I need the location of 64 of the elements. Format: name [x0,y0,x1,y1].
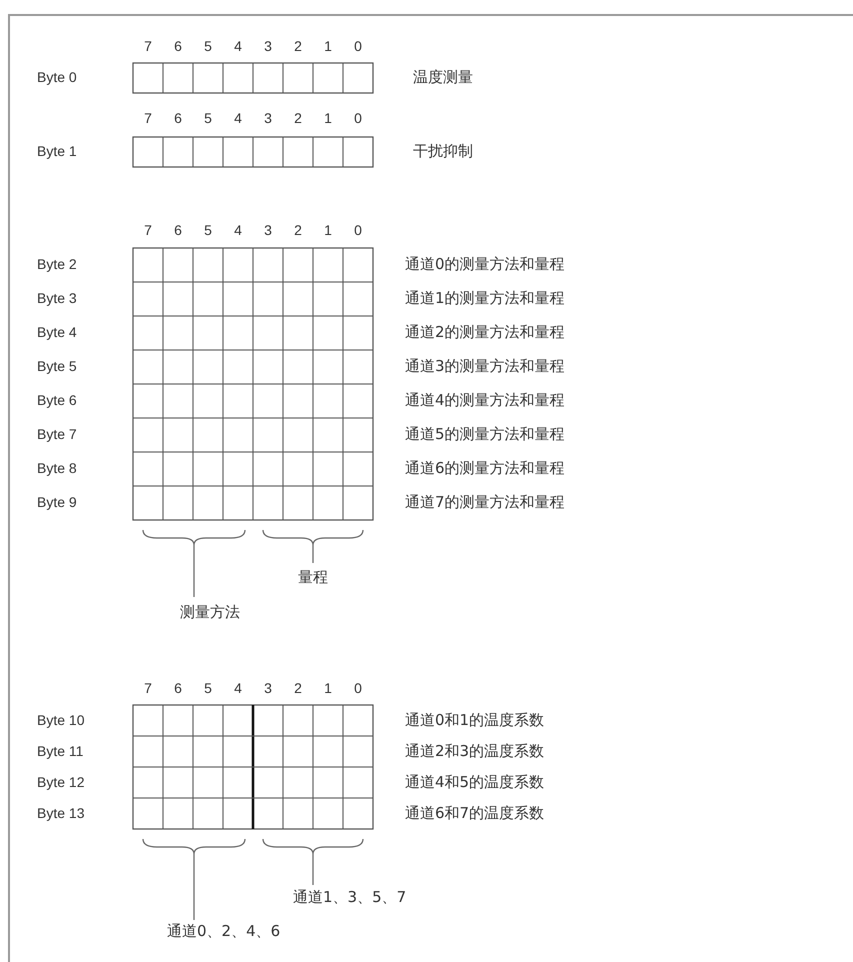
bit-number: 1 [323,222,333,238]
byte-label: Byte 13 [37,804,84,820]
bit-number: 4 [233,38,243,54]
brace-label: 通道0、2、4、6 [167,922,280,941]
field-description: 通道6和7的温度系数 [405,804,544,822]
field-description: 通道0和1的温度系数 [405,710,544,730]
bit-number: 1 [323,680,333,696]
field-description: 通道1的测量方法和量程 [405,289,565,308]
byte-label: Byte 1 [37,143,77,159]
bit-number: 5 [203,680,213,696]
bit-number: 2 [293,38,303,54]
byte-label: Byte 0 [37,69,77,85]
bit-number: 5 [203,110,213,126]
bit-number: 4 [233,680,243,696]
field-description: 温度测量 [413,68,473,87]
bit-number: 4 [233,222,243,238]
field-description: 通道0的测量方法和量程 [405,255,565,274]
byte-label: Byte 9 [37,494,77,510]
brace-label: 量程 [298,568,328,587]
field-description: 通道6的测量方法和量程 [405,459,565,478]
bit-number: 0 [353,222,363,238]
brace-label: 测量方法 [180,603,240,622]
bit-number: 0 [353,38,363,54]
bit-number: 2 [293,222,303,238]
field-description: 通道5的测量方法和量程 [405,425,565,444]
bit-number: 2 [293,680,303,696]
bit-number: 7 [143,38,153,54]
bit-number: 3 [263,680,273,696]
bit-number: 1 [323,110,333,126]
field-description: 通道3的测量方法和量程 [405,357,565,376]
byte-label: Byte 6 [37,392,77,408]
field-description: 通道2的测量方法和量程 [405,323,565,342]
brace-label: 通道1、3、5、7 [293,888,406,907]
bit-number: 3 [263,110,273,126]
byte-label: Byte 7 [37,426,77,442]
field-description: 通道4和5的温度系数 [405,772,544,792]
bit-number: 5 [203,38,213,54]
bit-number: 3 [263,222,273,238]
bit-number: 7 [143,110,153,126]
byte-label: Byte 4 [37,324,77,340]
bit-number: 2 [293,110,303,126]
bit-number: 7 [143,222,153,238]
byte-label: Byte 8 [37,460,77,476]
bit-number: 6 [173,38,183,54]
bit-number: 4 [233,110,243,126]
byte-label: Byte 11 [37,742,84,758]
byte-label: Byte 5 [37,358,77,374]
bit-number: 0 [353,110,363,126]
field-description: 干扰抑制 [413,142,473,161]
byte-label: Byte 10 [37,712,84,728]
bit-number: 7 [143,680,153,696]
field-description: 通道4的测量方法和量程 [405,391,565,410]
bit-number: 5 [203,222,213,238]
field-description: 通道2和3的温度系数 [405,742,544,760]
bit-number: 1 [323,38,333,54]
bit-number: 6 [173,680,183,696]
bit-number: 6 [173,110,183,126]
bit-number: 6 [173,222,183,238]
field-description: 通道7的测量方法和量程 [405,493,565,512]
byte-label: Byte 12 [37,774,84,790]
byte-label: Byte 3 [37,290,77,306]
byte-label: Byte 2 [37,256,77,272]
bit-number: 3 [263,38,273,54]
bit-number: 0 [353,680,363,696]
